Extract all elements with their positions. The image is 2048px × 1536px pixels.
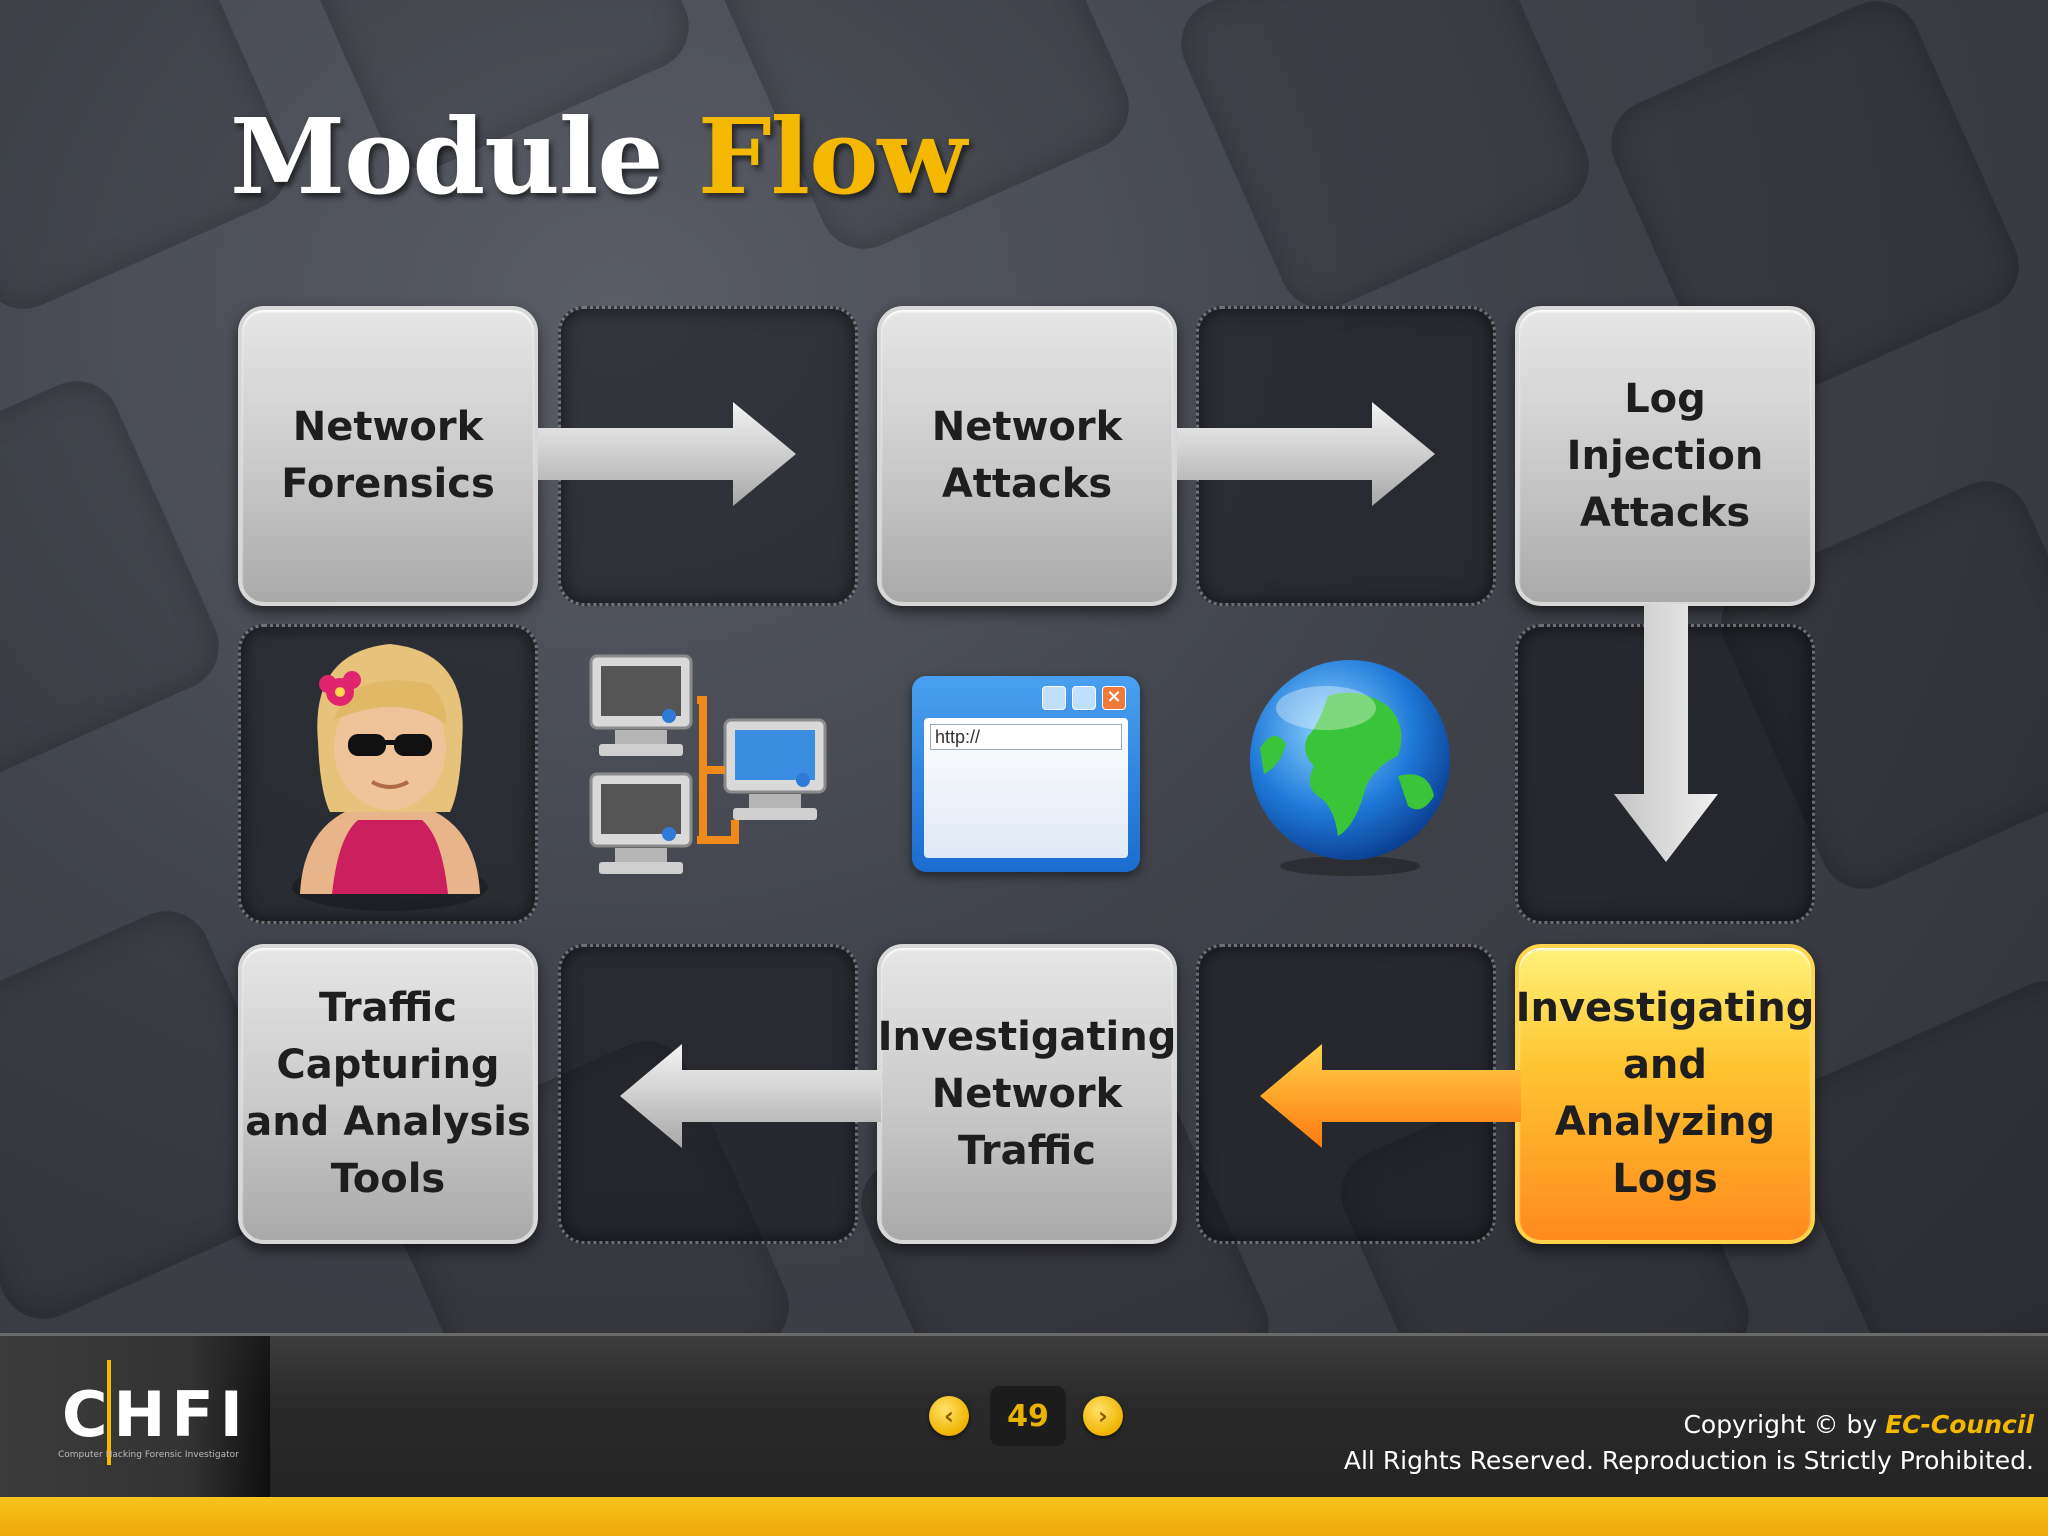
previous-page-button[interactable]: ‹ [929, 1396, 969, 1436]
arrow-down-icon [1614, 604, 1718, 862]
network-computers-icon [589, 654, 827, 874]
globe-icon [1250, 660, 1450, 876]
chevron-left-icon: ‹ [944, 1402, 954, 1430]
browser-window-icon: × http:// [912, 676, 1140, 872]
flow-step-label: Network Forensics [281, 404, 495, 507]
footer-accent-strip [0, 1497, 2048, 1536]
flow-step-investigating-analyzing-logs[interactable]: Investigating and Analyzing Logs [1515, 944, 1815, 1244]
arrow-right-icon [1177, 402, 1435, 506]
flow-step-network-forensics[interactable]: Network Forensics [238, 306, 538, 606]
flow-step-label: Investigating and Analyzing Logs [1515, 985, 1815, 1202]
arrow-left-icon [620, 1044, 881, 1148]
logo-panel [0, 1336, 270, 1497]
logo-subtitle: Computer Hacking Forensic Investigator [58, 1450, 239, 1460]
chfi-logo: CHFI [62, 1378, 249, 1451]
logo-divider [107, 1360, 111, 1465]
arrow-left-icon [1260, 1044, 1521, 1148]
flow-step-label: Log Injection Attacks [1566, 375, 1764, 536]
flow-step-label: Investigating Network Traffic [877, 1013, 1177, 1174]
title-flow: Flow [697, 95, 967, 218]
rights-reserved-text: All Rights Reserved. Reproduction is Str… [1343, 1446, 2034, 1475]
flow-step-investigating-network-traffic[interactable]: Investigating Network Traffic [877, 944, 1177, 1244]
close-icon: × [1102, 686, 1126, 710]
flow-step-traffic-capturing-tools[interactable]: Traffic Capturing and Analysis Tools [238, 944, 538, 1244]
chevron-right-icon: › [1098, 1402, 1108, 1430]
flow-step-log-injection-attacks[interactable]: Log Injection Attacks [1515, 306, 1815, 606]
address-bar: http:// [930, 724, 1122, 750]
page-number: 49 [990, 1386, 1066, 1446]
next-page-button[interactable]: › [1083, 1396, 1123, 1436]
arrow-right-icon [538, 402, 796, 506]
flow-step-network-attacks[interactable]: Network Attacks [877, 306, 1177, 606]
title-module: Module [230, 95, 663, 218]
flow-step-label: Traffic Capturing and Analysis Tools [245, 985, 531, 1202]
copyright-text: Copyright © by [1683, 1410, 1878, 1439]
copyright-line: Copyright © by EC-Council [1683, 1410, 2034, 1439]
ec-council-brand: EC-Council [1885, 1410, 2034, 1439]
flow-step-label: Network Attacks [931, 404, 1123, 507]
slide-title: Module Flow [230, 95, 967, 218]
maximize-icon [1072, 686, 1096, 710]
user-avatar-icon [292, 644, 488, 911]
minimize-icon [1042, 686, 1066, 710]
